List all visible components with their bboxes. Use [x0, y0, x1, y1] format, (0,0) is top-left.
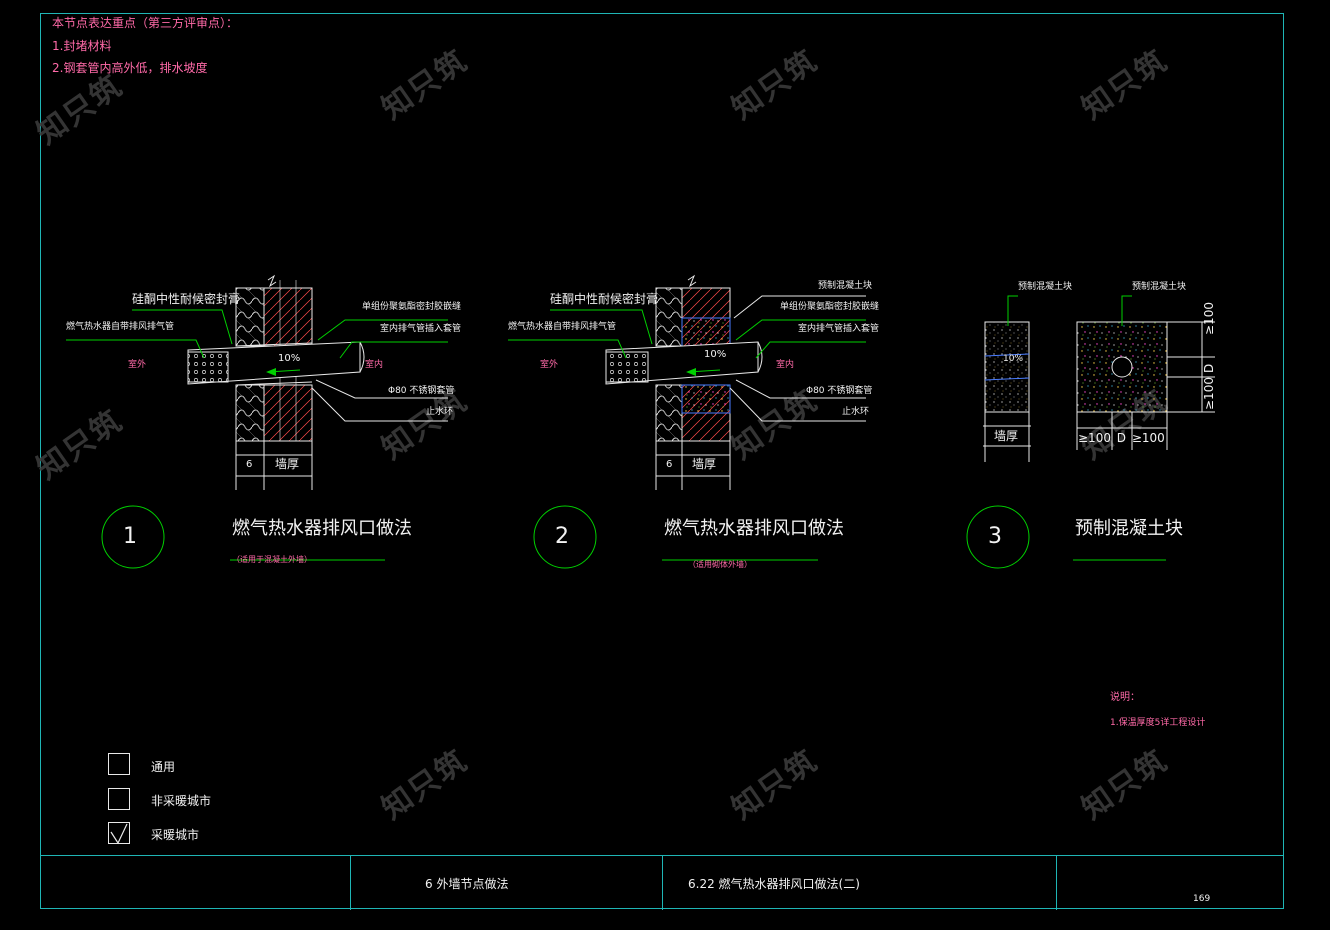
label-indoor: 室内 [776, 360, 795, 370]
detail-title: 燃气热水器排风口做法 [664, 518, 844, 539]
dim-small: 6 [666, 459, 673, 470]
explanation-item: 1.保温厚度5详工程设计 [1110, 718, 1206, 728]
label-water-stop: 止水环 [842, 407, 870, 417]
label-exhaust-pipe: 燃气热水器自带排风排气管 [66, 322, 175, 332]
detail-marker-3 [966, 505, 1030, 569]
label-exhaust-pipe: 燃气热水器自带排风排气管 [508, 322, 617, 332]
label-block-right: 预制混凝土块 [1132, 282, 1187, 292]
notes-item: 2.钢套管内高外低，排水坡度 [52, 61, 208, 75]
legend-checkbox[interactable] [108, 753, 130, 775]
section-title: 6 外墙节点做法 [425, 877, 509, 891]
detail-subtitle: （适用于混凝土外墙） [232, 555, 312, 564]
dim-wall: 墙厚 [692, 457, 717, 471]
detail-3-blocks [983, 295, 1215, 462]
notes-heading: 本节点表达重点（第三方评审点）： [52, 16, 239, 30]
detail-1-section [66, 274, 448, 490]
label-indoor-pipe: 室内排气管插入套管 [380, 324, 462, 334]
label-precast-block: 预制混凝土块 [818, 281, 873, 291]
detail-subtitle: （适用砌体外墙） [688, 560, 752, 569]
label-sealant: 硅酮中性耐候密封膏 [132, 292, 241, 306]
dim-small: 6 [246, 459, 253, 470]
dim-bottom: ≥100 D ≥100 [1078, 431, 1165, 445]
legend-label: 非采暖城市 [151, 794, 212, 808]
detail-number: 1 [123, 524, 137, 549]
detail-marker-1 [101, 505, 165, 569]
drawing-title: 6.22 燃气热水器排风口做法(二) [688, 877, 860, 891]
legend-checkbox-checked[interactable] [108, 822, 130, 845]
detail-2-section [508, 274, 866, 490]
label-slope: 10% [278, 353, 301, 364]
page-number: 169 [1193, 894, 1211, 904]
detail-number: 2 [555, 524, 569, 549]
label-block-left: 预制混凝土块 [1018, 282, 1073, 292]
label-water-stop: 止水环 [426, 407, 454, 417]
label-indoor: 室内 [365, 360, 384, 370]
legend-label: 采暖城市 [151, 828, 200, 842]
title-block: 6 外墙节点做法 6.22 燃气热水器排风口做法(二) 169 [40, 855, 1284, 910]
legend-label: 通用 [151, 760, 176, 774]
label-sealant: 硅酮中性耐候密封膏 [550, 292, 659, 306]
label-outdoor: 室外 [128, 360, 147, 370]
detail-title: 预制混凝土块 [1075, 518, 1183, 539]
detail-marker-2 [533, 505, 597, 569]
label-outdoor: 室外 [540, 360, 559, 370]
label-steel-sleeve: Φ80 不锈钢套管 [388, 386, 455, 396]
dim-side-mid: D [1202, 363, 1216, 373]
legend-checkbox[interactable] [108, 788, 130, 810]
dim-wall: 墙厚 [275, 457, 300, 471]
explanation-heading: 说明： [1110, 692, 1140, 703]
label-sealing-tape: 单组份聚氨酯密封胶嵌缝 [780, 302, 880, 312]
detail-title: 燃气热水器排风口做法 [232, 518, 412, 539]
check-icon [110, 823, 128, 845]
notes-item: 1.封堵材料 [52, 39, 112, 53]
label-slope: 10% [1003, 354, 1024, 364]
label-indoor-pipe: 室内排气管插入套管 [798, 324, 880, 334]
dim-wall: 墙厚 [994, 429, 1019, 443]
dim-side-bot: ≥100 [1202, 377, 1216, 410]
label-slope: 10% [704, 349, 727, 360]
label-sealing-tape: 单组份聚氨酯密封胶嵌缝 [362, 302, 462, 312]
label-steel-sleeve: Φ80 不锈钢套管 [806, 386, 873, 396]
detail-number: 3 [988, 524, 1002, 549]
dim-side-top: ≥100 [1202, 302, 1216, 335]
